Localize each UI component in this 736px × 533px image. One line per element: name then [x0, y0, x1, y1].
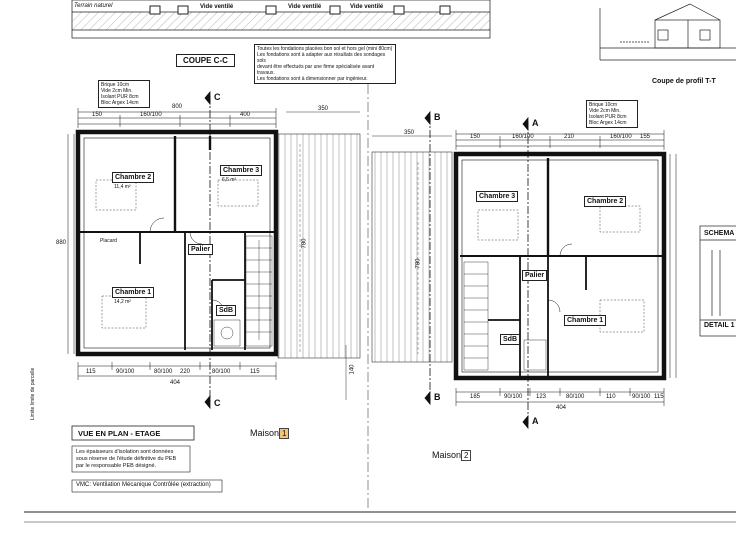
iso-line-3: par le responsable PEB désigné. [76, 463, 157, 469]
m2-dimb-5: 110 [606, 394, 616, 400]
m1-surf-c3: 6,5 m² [222, 177, 237, 183]
marker-c-top: C [214, 92, 221, 102]
m2-dimb-total: 404 [556, 405, 567, 411]
ws-l-4: Bloc Argex 14cm [101, 100, 139, 106]
ws-l-3: Isolant PUR 8cm [101, 94, 139, 100]
vue-plan-title: VUE EN PLAN - ETAGE [78, 429, 161, 438]
schema-title: SCHEMA [704, 230, 735, 237]
vide-label-2: Vide ventilé [288, 4, 322, 10]
m2-dim-3: 210 [564, 134, 575, 140]
detail-title: DETAIL 1 [704, 322, 735, 329]
fond-line-1: Toutes les fondations placées bon sol et… [257, 46, 393, 52]
ws-r-3: Isolant PUR 8cm [589, 114, 627, 120]
m2-dim-5: 155 [640, 134, 651, 140]
m1-dim-150: 150 [92, 112, 103, 118]
m1-dim-side: 880 [56, 240, 67, 246]
m2-dim-1: 150 [470, 134, 481, 140]
fond-line-3: devant être effectués par une firme spéc… [257, 64, 375, 76]
m2-chambre-1: Chambre 1 [564, 315, 607, 326]
terrain-label: Terrain naturel [74, 3, 113, 9]
marker-c-bottom: C [214, 398, 221, 408]
m1-chambre-2: Chambre 2 [112, 172, 155, 183]
m1-palier: Palier [188, 244, 214, 255]
maison1-number: 1 [279, 428, 290, 439]
iso-line-2: sous réserve de l'étude définitive du PE… [76, 456, 177, 462]
m1-chambre-3: Chambre 3 [220, 165, 263, 176]
m2-sdb: SdB [500, 334, 520, 345]
m2-dimb-6: 90/100 [632, 394, 651, 400]
wall-spec-right: Brique 10cm Vide 2cm Min. Isolant PUR 8c… [586, 100, 638, 128]
dim-350-b: 350 [404, 130, 415, 136]
ws-r-4: Bloc Argex 14cm [589, 120, 627, 126]
coupe-cc-title: COUPE C-C [176, 54, 235, 67]
marker-a-top: A [532, 118, 539, 128]
marker-b-top: B [434, 112, 441, 122]
maison2-label: Maison 2 [432, 450, 472, 461]
ws-l-1: Brique 10cm [101, 82, 130, 88]
maison1-label-text: Maison [250, 428, 280, 438]
top-section-strip [71, 0, 491, 39]
m2-dimb-4: 80/100 [566, 394, 585, 400]
m1-dimb-1: 115 [86, 369, 96, 375]
m1-dim-400: 400 [240, 112, 251, 118]
dim-350-a: 350 [318, 106, 329, 112]
m1-dim-800: 800 [172, 104, 183, 110]
ws-r-1: Brique 10cm [589, 102, 618, 108]
profile-section-drawing [599, 3, 736, 61]
section-line-b [424, 110, 431, 406]
m1-dim-160: 160/100 [140, 112, 162, 118]
marker-b-bottom: B [434, 392, 441, 402]
schema-detail-box [699, 225, 736, 337]
maison2-number: 2 [461, 450, 472, 461]
dim-780-b: 780 [415, 258, 422, 269]
marker-a-bottom: A [532, 416, 539, 426]
m1-placard: Placard [100, 238, 117, 244]
m2-palier: Palier [522, 270, 548, 281]
terrace-area-1 [277, 111, 453, 400]
fond-line-4: Les fondations sont à dimensionner par i… [257, 76, 368, 82]
m2-chambre-3: Chambre 3 [476, 191, 519, 202]
vide-label-1: Vide ventilé [200, 4, 234, 10]
maison1-label: Maison 1 [250, 428, 290, 439]
fond-line-2: Les fondations sont à adapter aux résult… [257, 52, 386, 64]
ws-r-2: Vide 2cm Min. [589, 108, 621, 114]
iso-line-1: Les épaisseurs d'isolation sont données [76, 449, 174, 455]
coupe-tt-title: Coupe de profil T-T [652, 78, 716, 85]
m1-dimb-4: 220 [180, 369, 191, 375]
maison2-label-text: Maison [432, 450, 462, 460]
m2-dimb-1: 185 [470, 394, 481, 400]
dim-780-a: 780 [301, 238, 308, 249]
maison2-plan [453, 130, 677, 406]
m1-dimb-3: 80/100 [154, 369, 173, 375]
m1-chambre-1: Chambre 1 [112, 287, 155, 298]
isolation-note: Les épaisseurs d'isolation sont données … [76, 449, 176, 470]
m1-surf-c2: 11,4 m² [114, 184, 131, 190]
m2-dimb-7: 115 [654, 394, 664, 400]
m1-surf-c1: 14,2 m² [114, 299, 131, 305]
m2-dimb-2: 90/100 [504, 394, 523, 400]
m2-dimb-3: 123 [536, 394, 547, 400]
m1-dimb-total: 404 [170, 380, 181, 386]
m1-dimb-5: 80/100 [212, 369, 231, 375]
vide-label-3: Vide ventilé [350, 4, 384, 10]
m1-dimb-2: 90/100 [116, 369, 135, 375]
maison1-plan [67, 108, 279, 380]
parcel-limit-note: Limite limite de parcelle [30, 367, 36, 420]
m2-dim-4: 160/100 [610, 134, 632, 140]
ws-l-2: Vide 2cm Min. [101, 88, 133, 94]
vmc-note: VMC: Ventilation Mécanique Contrôlée (ex… [76, 482, 211, 488]
m1-dimb-6: 115 [250, 369, 260, 375]
wall-spec-left: Brique 10cm Vide 2cm Min. Isolant PUR 8c… [98, 80, 150, 108]
m2-dim-2: 160/100 [512, 134, 534, 140]
m1-sdb: SdB [216, 305, 236, 316]
fondations-note: Toutes les fondations placées bon sol et… [254, 44, 396, 84]
m2-chambre-2: Chambre 2 [584, 196, 627, 207]
dim-140: 140 [349, 364, 356, 375]
